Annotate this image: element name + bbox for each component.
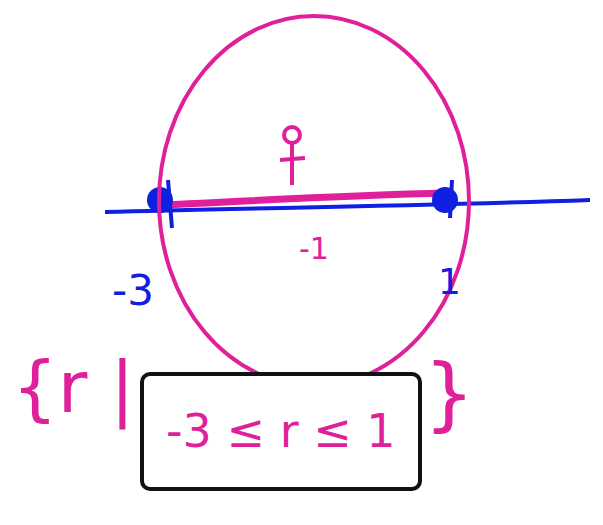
set-brace: }	[424, 350, 475, 438]
set-brace: {r |	[12, 348, 135, 427]
midpoint-marker	[280, 143, 305, 185]
node-text: -3 ≤ r ≤ 1	[166, 406, 396, 457]
endpoint-label: -3	[112, 268, 154, 314]
oval-outline	[155, 12, 473, 390]
endpoint-label: 1	[438, 262, 461, 302]
midpoint-marker	[284, 127, 300, 143]
node-text: -1	[155, 232, 473, 265]
interval-oval: -1	[155, 12, 473, 390]
interval-segment	[165, 193, 448, 205]
oval-outline	[159, 16, 469, 386]
answer-box: -3 ≤ r ≤ 1	[140, 372, 422, 491]
endpoint-dot	[432, 187, 458, 213]
